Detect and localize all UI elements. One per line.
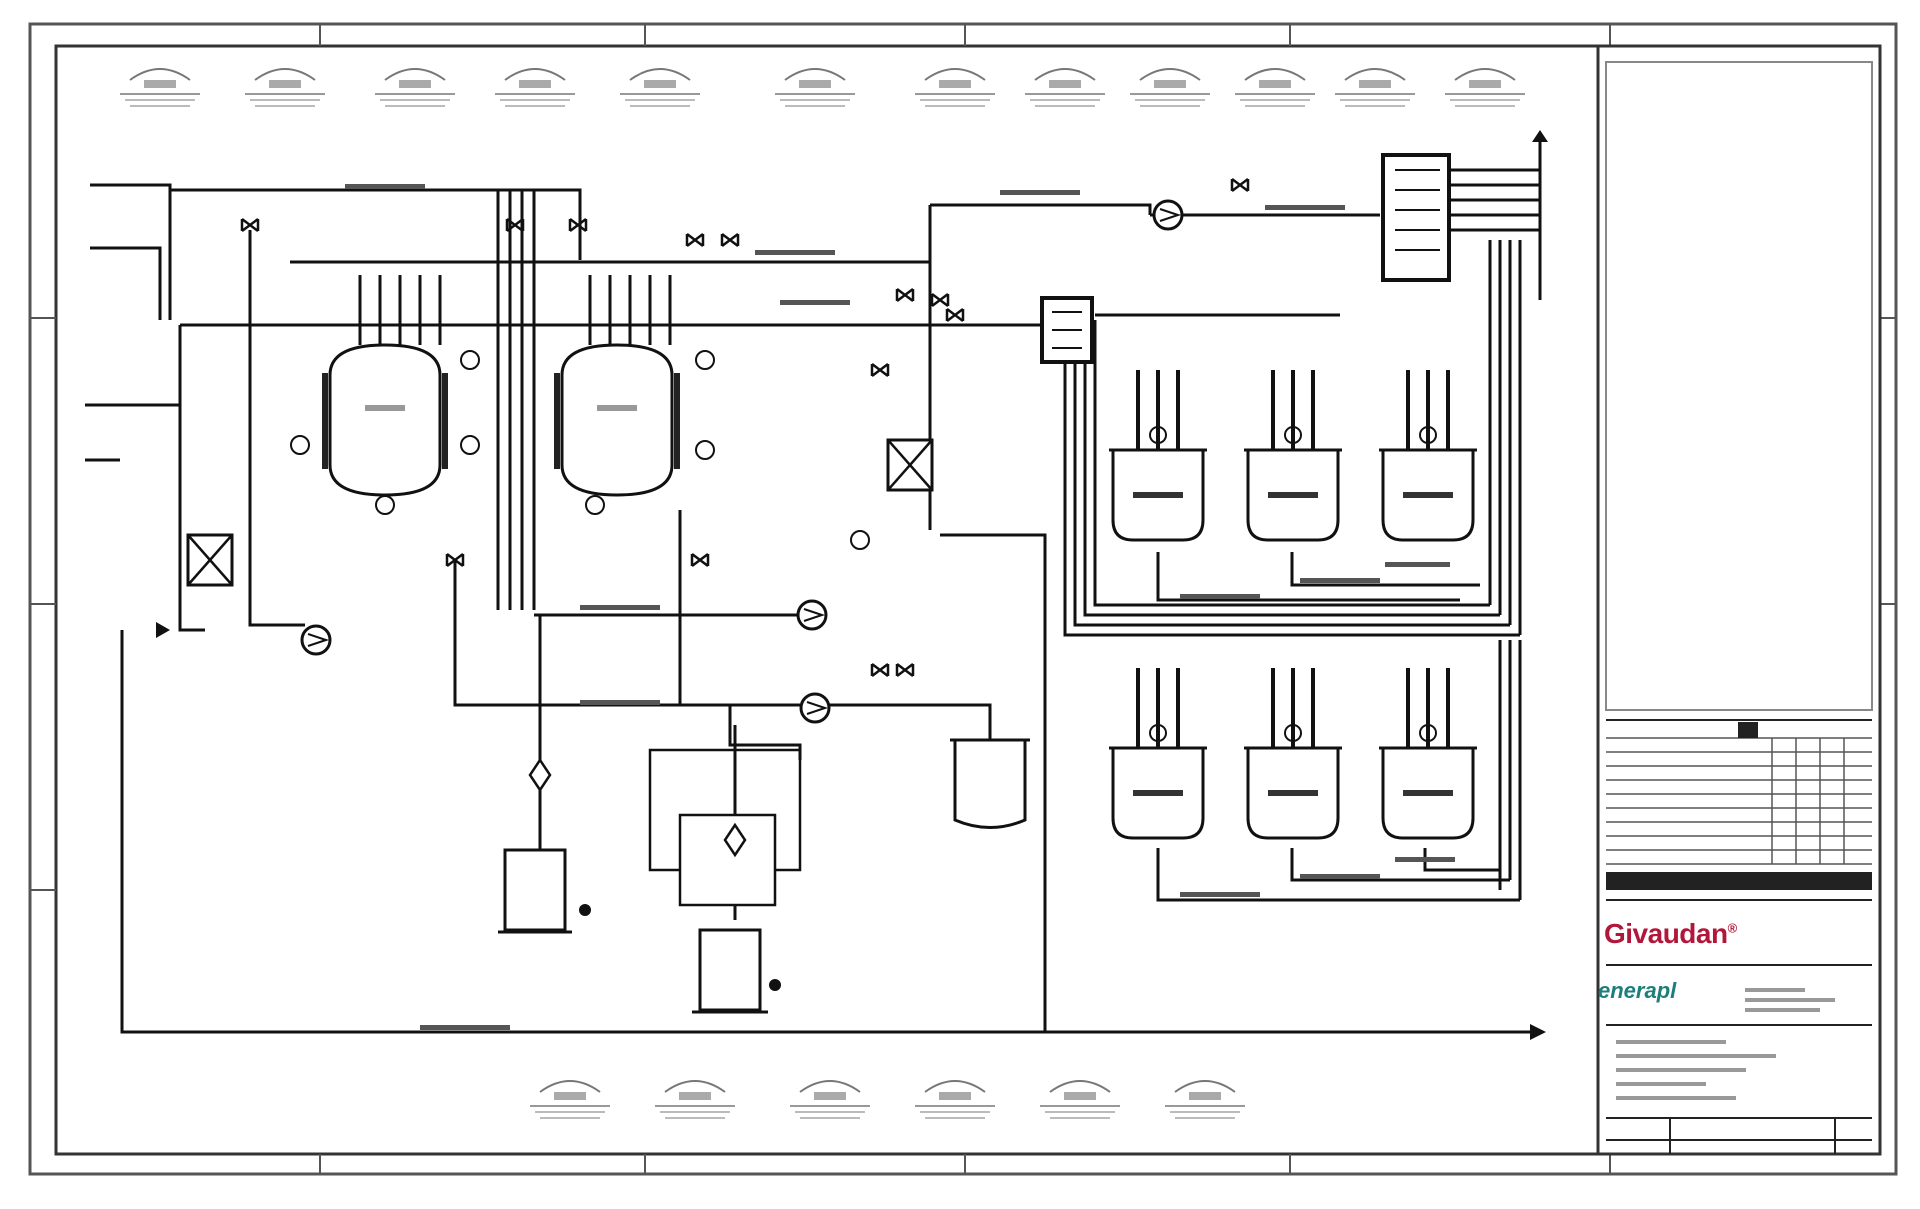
- title-block: [1596, 44, 1882, 1156]
- header-symbols: [119, 68, 1526, 107]
- heat-exchanger-left: [186, 533, 234, 587]
- footer-symbols: [529, 1080, 1246, 1119]
- flow-arrows: [156, 130, 1548, 1040]
- company-logo-primary: Givaudan®: [1604, 918, 1737, 949]
- heat-exchanger-middle: [886, 438, 934, 492]
- pump-4: [1152, 199, 1184, 231]
- receiver-tank-1: [498, 757, 591, 934]
- receiver-tank-2: [648, 748, 802, 1014]
- line-label-marks: [345, 184, 1455, 1030]
- vessel-row-bottom: [1107, 666, 1479, 840]
- collector-box: [1040, 296, 1094, 364]
- vessel-row-top: [1107, 368, 1479, 542]
- pump-2: [796, 599, 828, 631]
- pump-1: [300, 624, 332, 656]
- company-logo-secondary: enerapl: [1598, 978, 1677, 1003]
- reactor-1: [320, 343, 450, 497]
- instrument-tags: [290, 350, 870, 550]
- manifold-box: [1381, 153, 1451, 282]
- process-lines: [85, 140, 1542, 1034]
- pump-3: [799, 692, 831, 724]
- product-drum: [950, 738, 1030, 829]
- reactor-2: [552, 343, 682, 497]
